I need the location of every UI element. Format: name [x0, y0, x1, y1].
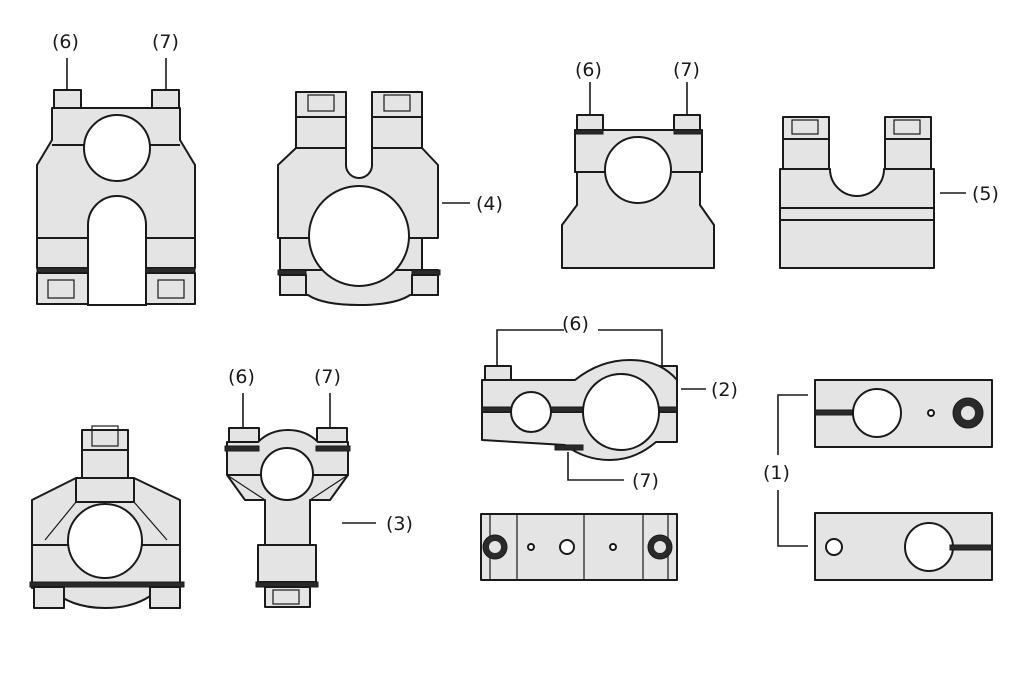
label-6-part-e: (6) — [562, 313, 589, 335]
label-7-part-e: (7) — [632, 470, 659, 492]
label-7-part-h: (7) — [314, 366, 341, 388]
angled-clamp-part — [224, 393, 376, 608]
dual-clamp-part — [481, 329, 706, 481]
label-6-part-a: (6) — [52, 31, 79, 53]
label-2: (2) — [711, 379, 738, 401]
slot-block-part — [779, 116, 966, 269]
leader-label-1 — [777, 394, 808, 547]
wide-clamp-part — [29, 425, 185, 609]
clamp-part-top-left — [36, 58, 196, 306]
label-6-part-h: (6) — [228, 366, 255, 388]
label-4: (4) — [476, 193, 503, 215]
clamp-part-open-bottom — [277, 91, 470, 306]
clamp-part-small — [561, 82, 715, 269]
label-7-part-a: (7) — [152, 31, 179, 53]
dual-clamp-bottom-view — [480, 513, 678, 581]
label-7-part-c: (7) — [673, 59, 700, 81]
label-3: (3) — [386, 513, 413, 535]
flat-clamp-upper — [814, 379, 993, 448]
label-1: (1) — [763, 462, 790, 484]
label-5: (5) — [972, 183, 999, 205]
label-6-part-c: (6) — [575, 59, 602, 81]
flat-clamp-lower — [814, 512, 993, 581]
